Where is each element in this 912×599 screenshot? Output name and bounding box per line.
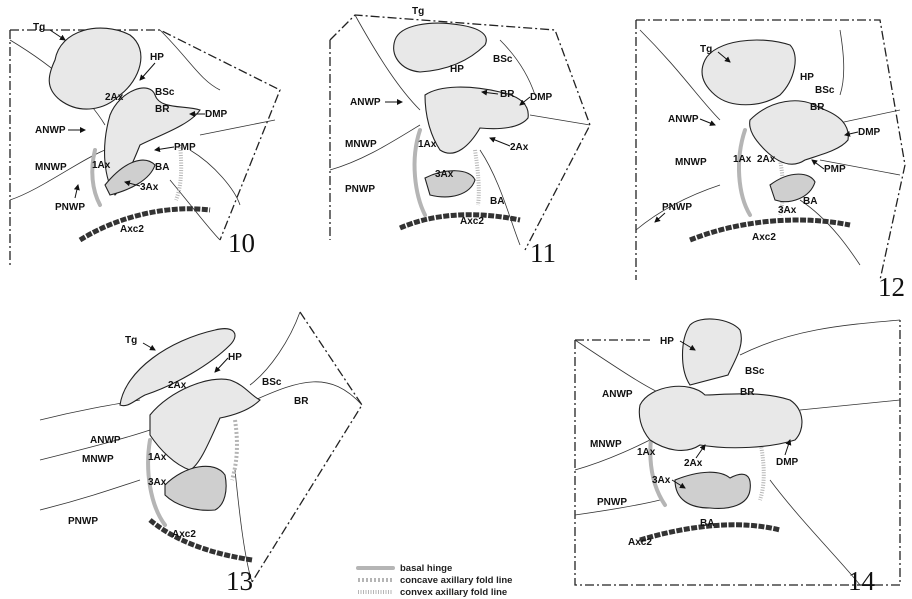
legend: basal hinge concave axillary fold line c…	[358, 563, 512, 598]
panel-12-label-pmp: PMP	[824, 164, 846, 175]
panel-10: Tg HP BSc BR DMP 2Ax ANWP MNWP 1Ax PMP B…	[10, 22, 280, 265]
panel-13-axillary-complex	[150, 379, 260, 470]
panel-10-label-bsc: BSc	[155, 87, 175, 98]
panel-10-label-ba: BA	[155, 162, 169, 173]
panel-11-label-bsc: BSc	[493, 54, 513, 65]
panel-13-label-bsc: BSc	[262, 377, 282, 388]
panel-10-label-1ax: 1Ax	[92, 160, 111, 171]
panel-14-label-bsc: BSc	[745, 366, 765, 377]
panel-11-label-pnwp: PNWP	[345, 184, 375, 195]
panel-11-label-br: BR	[500, 89, 515, 100]
panel-12-label-tg: Tg	[700, 44, 712, 55]
panel-10-axc2-line	[80, 209, 210, 240]
panel-13-label-hp: HP	[228, 352, 242, 363]
panel-14-label-axc2: Axc2	[628, 537, 652, 548]
panel-12-label-pnwp: PNWP	[662, 202, 692, 213]
panel-10-label-br: BR	[155, 104, 170, 115]
panel-13-frame	[252, 312, 362, 582]
panel-10-label-dmp: DMP	[205, 109, 228, 120]
panel-14-label-3ax: 3Ax	[652, 475, 671, 486]
panel-12-label-ba: BA	[803, 196, 817, 207]
panel-13-number: 13	[226, 566, 253, 596]
panel-12-label-dmp: DMP	[858, 127, 881, 138]
panel-13-label-2ax: 2Ax	[168, 380, 187, 391]
panel-14-label-dmp: DMP	[776, 457, 799, 468]
panel-14-label-ba: BA	[700, 518, 714, 529]
panel-12-label-1ax: 1Ax	[733, 154, 752, 165]
panel-12-number: 12	[878, 272, 905, 302]
legend-basal-hinge: basal hinge	[400, 563, 452, 574]
panel-12-label-br: BR	[810, 102, 825, 113]
panel-14-label-anwp: ANWP	[602, 389, 633, 400]
panel-13: Tg HP 2Ax BSc BR ANWP MNWP 1Ax 3Ax PNWP …	[40, 312, 362, 596]
panel-14-label-1ax: 1Ax	[637, 447, 656, 458]
panel-11: Tg BSc HP BR ANWP DMP MNWP 1Ax 2Ax 3Ax P…	[330, 6, 590, 268]
legend-convex: convex axillary fold line	[400, 587, 507, 598]
panel-14-number: 14	[848, 566, 876, 596]
panel-10-label-2ax: 2Ax	[105, 92, 124, 103]
panel-13-third-axillary	[165, 466, 226, 510]
panel-13-label-br: BR	[294, 396, 309, 407]
panel-10-label-pmp: PMP	[174, 142, 196, 153]
panel-12: Tg HP BSc BR ANWP DMP MNWP 1Ax 2Ax PMP B…	[636, 20, 905, 302]
panel-14-humeral-plate	[683, 319, 742, 385]
panel-11-label-axc2: Axc2	[460, 216, 484, 227]
panel-14-frame	[575, 320, 900, 585]
panel-14-label-pnwp: PNWP	[597, 497, 627, 508]
panel-12-label-3ax: 3Ax	[778, 205, 797, 216]
panel-11-label-tg: Tg	[412, 6, 424, 17]
panel-13-label-pnwp: PNWP	[68, 516, 98, 527]
panel-11-label-3ax: 3Ax	[435, 169, 454, 180]
panel-13-label-mnwp: MNWP	[82, 454, 114, 465]
panel-10-number: 10	[228, 228, 255, 258]
panel-14-label-br: BR	[740, 387, 755, 398]
panel-10-label-mnwp: MNWP	[35, 162, 67, 173]
panel-14: HP BSc ANWP BR MNWP 1Ax 2Ax DMP 3Ax PNWP…	[575, 319, 900, 596]
panel-11-label-dmp: DMP	[530, 92, 553, 103]
panel-10-label-3ax: 3Ax	[140, 182, 159, 193]
panel-10-label-hp: HP	[150, 52, 164, 63]
panel-11-label-hp: HP	[450, 64, 464, 75]
panel-12-label-anwp: ANWP	[668, 114, 699, 125]
panel-11-number: 11	[530, 238, 556, 268]
panel-11-label-ba: BA	[490, 196, 504, 207]
panel-10-label-tg: Tg	[33, 22, 45, 33]
panel-14-axillary-complex	[639, 386, 802, 450]
panel-12-label-2ax: 2Ax	[757, 154, 776, 165]
panel-14-label-2ax: 2Ax	[684, 458, 703, 469]
panel-10-label-pnwp: PNWP	[55, 202, 85, 213]
panel-11-label-2ax: 2Ax	[510, 142, 529, 153]
panel-11-label-1ax: 1Ax	[418, 139, 437, 150]
panel-11-label-mnwp: MNWP	[345, 139, 377, 150]
panel-13-label-1ax: 1Ax	[148, 452, 167, 463]
panel-12-label-hp: HP	[800, 72, 814, 83]
panel-11-label-anwp: ANWP	[350, 97, 381, 108]
legend-concave: concave axillary fold line	[400, 575, 512, 586]
panel-13-label-3ax: 3Ax	[148, 477, 167, 488]
panel-13-label-axc2: Axc2	[172, 529, 196, 540]
panel-14-label-hp: HP	[660, 336, 674, 347]
panel-12-label-axc2: Axc2	[752, 232, 776, 243]
panel-12-tergum	[702, 40, 795, 105]
panel-10-label-axc2: Axc2	[120, 224, 144, 235]
panel-14-label-mnwp: MNWP	[590, 439, 622, 450]
panel-14-third-axillary	[675, 472, 750, 508]
panel-13-label-anwp: ANWP	[90, 435, 121, 446]
panel-11-tergum	[394, 23, 487, 72]
panel-13-label-tg: Tg	[125, 335, 137, 346]
panel-12-label-mnwp: MNWP	[675, 157, 707, 168]
panel-12-label-bsc: BSc	[815, 85, 835, 96]
panel-10-label-anwp: ANWP	[35, 125, 66, 136]
